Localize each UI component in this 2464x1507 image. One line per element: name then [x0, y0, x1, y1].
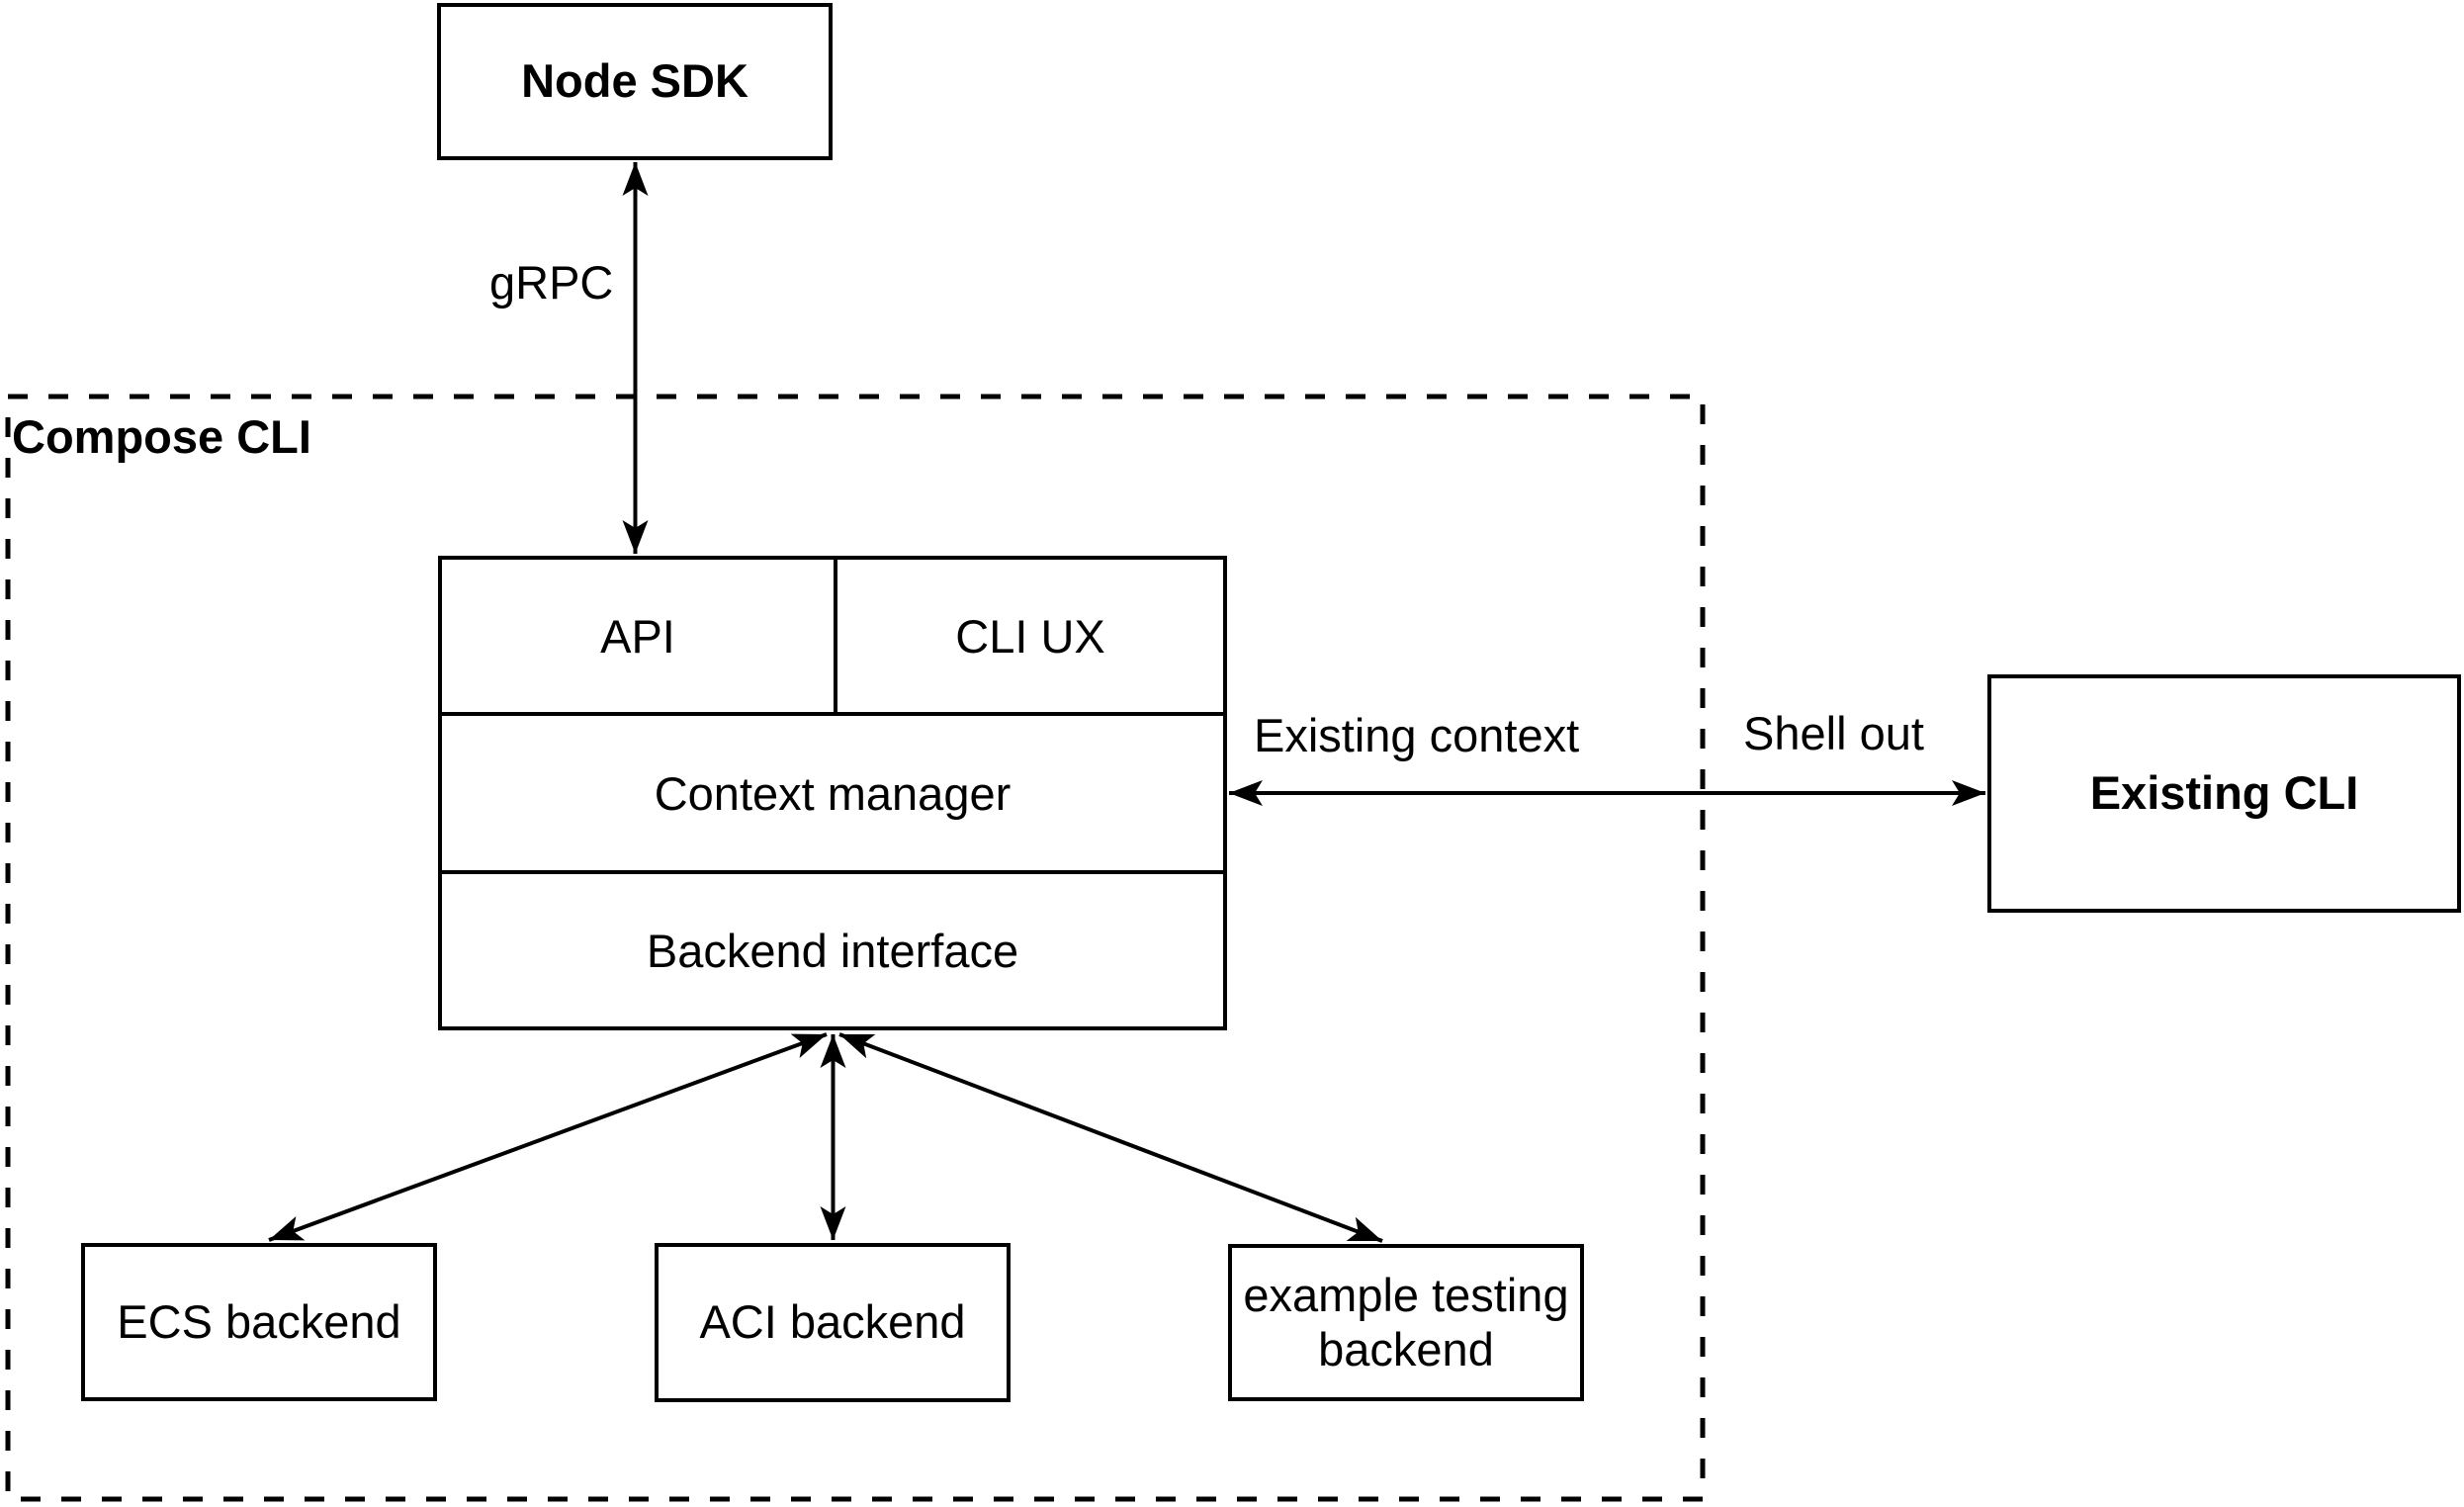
aci-backend-label: ACI backend [699, 1295, 966, 1349]
aci-backend-box: ACI backend [655, 1243, 1011, 1402]
compose-cli-label: Compose CLI [12, 410, 311, 463]
example-testing-backend-box: example testing backend [1228, 1244, 1584, 1401]
existing-cli-box: Existing CLI [1987, 674, 2461, 913]
ecs-backend-box: ECS backend [81, 1243, 437, 1401]
existing-cli-label: Existing CLI [2089, 766, 2359, 820]
ecs-backend-label: ECS backend [117, 1294, 401, 1348]
context-manager-label: Context manager [654, 766, 1012, 820]
example-testing-backend-label: example testing backend [1243, 1269, 1569, 1375]
cli-ux-box: CLI UX [837, 560, 1223, 712]
compose-cli-stack: API CLI UX Context manager Backend inter… [438, 556, 1227, 1030]
backend-to-example-arrow [838, 1032, 1383, 1243]
stack-top-row: API CLI UX [442, 560, 1223, 716]
node-sdk-box: Node SDK [437, 3, 833, 160]
backend-interface-box: Backend interface [442, 874, 1223, 1026]
api-label: API [600, 609, 675, 663]
api-box: API [442, 560, 837, 712]
cli-ux-label: CLI UX [955, 609, 1105, 663]
backend-interface-label: Backend interface [646, 924, 1019, 977]
context-manager-box: Context manager [442, 716, 1223, 874]
backend-to-ecs-arrow [268, 1032, 828, 1242]
shell-out-label: Shell out [1743, 707, 1924, 759]
grpc-label: gRPC [489, 256, 614, 309]
node-sdk-label: Node SDK [521, 54, 748, 108]
existing-context-label: Existing context [1254, 709, 1580, 761]
